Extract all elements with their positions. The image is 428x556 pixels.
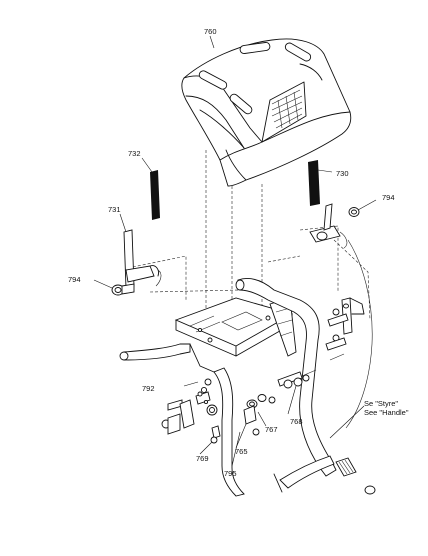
frame-assembly: [119, 278, 376, 497]
see-handle-note: See "Handle": [364, 408, 409, 417]
label-767: 767: [265, 425, 278, 434]
label-730: 730: [336, 169, 349, 178]
see-styre-note: Se "Styre": [364, 399, 398, 408]
label-769: 769: [196, 454, 209, 463]
label-765: 765: [235, 447, 248, 456]
decal-strip-732: [150, 170, 160, 220]
hood-cover-760: [181, 38, 352, 187]
decal-strip-730: [308, 160, 320, 206]
label-732: 732: [128, 149, 141, 158]
leader-lines: [93, 35, 377, 467]
label-768: 768: [290, 417, 303, 426]
left-bracket-731: [111, 229, 162, 296]
hardware-parts: [161, 308, 347, 444]
label-794-right: 794: [382, 193, 395, 202]
label-760: 760: [204, 27, 217, 36]
label-795: 795: [224, 469, 237, 478]
label-794-left: 794: [68, 275, 81, 284]
right-bracket: [309, 203, 360, 249]
label-731: 731: [108, 205, 121, 214]
label-792: 792: [142, 384, 155, 393]
part-labels: 760 732 730 731 794 794 792 765 767 768 …: [68, 27, 409, 478]
